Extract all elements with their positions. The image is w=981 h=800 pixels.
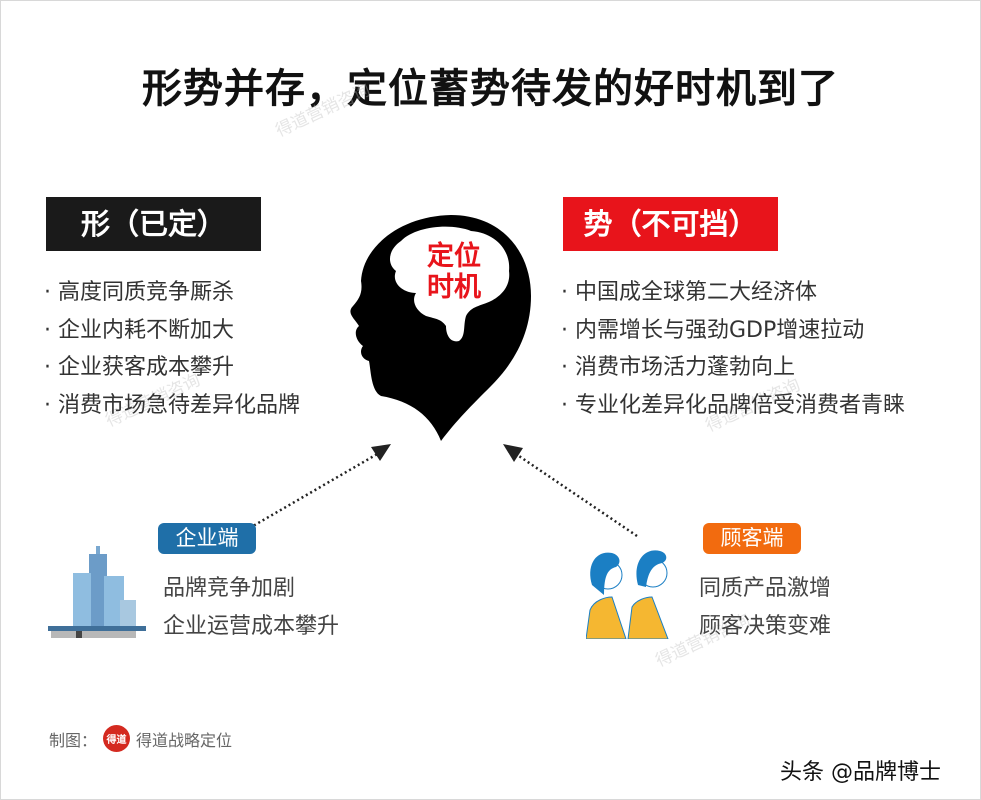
right-list: 中国成全球第二大经济体 内需增长与强劲GDP增速拉动 消费市场活力蓬勃向上 专业… [561,274,905,424]
enterprise-lines: 品牌竞争加剧 企业运营成本攀升 [163,570,339,646]
list-item: 高度同质竞争厮杀 [44,274,300,312]
left-list: 高度同质竞争厮杀 企业内耗不断加大 企业获客成本攀升 消费市场急待差异化品牌 [44,274,300,424]
customer-lines: 同质产品激增 顾客决策变难 [699,570,831,646]
customer-line: 同质产品激增 [699,576,832,601]
customer-badge: 顾客端 [703,523,801,554]
arrow-right-head-icon [503,444,523,462]
arrow-left-head-icon [371,444,391,461]
list-item: 专业化差异化品牌倍受消费者青睐 [561,387,905,425]
list-item: 内需增长与强劲GDP增速拉动 [561,312,905,350]
enterprise-badge: 企业端 [158,523,256,554]
head-silhouette-icon [350,215,531,441]
list-item: 企业内耗不断加大 [44,312,300,350]
enterprise-line: 品牌竞争加剧 [163,576,296,601]
list-item: 中国成全球第二大经济体 [561,274,905,312]
center-line-1: 定位 [427,241,481,272]
arrow-right-line [515,452,638,538]
list-item: 消费市场急待差异化品牌 [44,387,300,425]
credit-label: 制图： [49,730,98,750]
left-label: 形（已定） [46,197,261,251]
enterprise-line: 企业运营成本攀升 [163,614,340,639]
logo: 得道 [103,725,131,752]
arrow-left-line [240,451,380,535]
page-title: 形势并存，定位蓄势待发的好时机到了 [142,66,839,112]
center-line-2: 时机 [427,272,481,303]
list-item: 消费市场活力蓬勃向上 [561,349,905,387]
customer-line: 顾客决策变难 [699,614,832,639]
center-text: 定位 时机 [419,241,489,303]
credit: 制图： 得道 得道战略定位 [49,725,232,752]
credit-name: 得道战略定位 [136,730,233,750]
source-watermark: 头条 @品牌博士 [780,760,941,785]
building-icon [48,546,146,638]
customers-icon [586,550,669,639]
right-label: 势（不可挡） [563,197,778,251]
list-item: 企业获客成本攀升 [44,349,300,387]
